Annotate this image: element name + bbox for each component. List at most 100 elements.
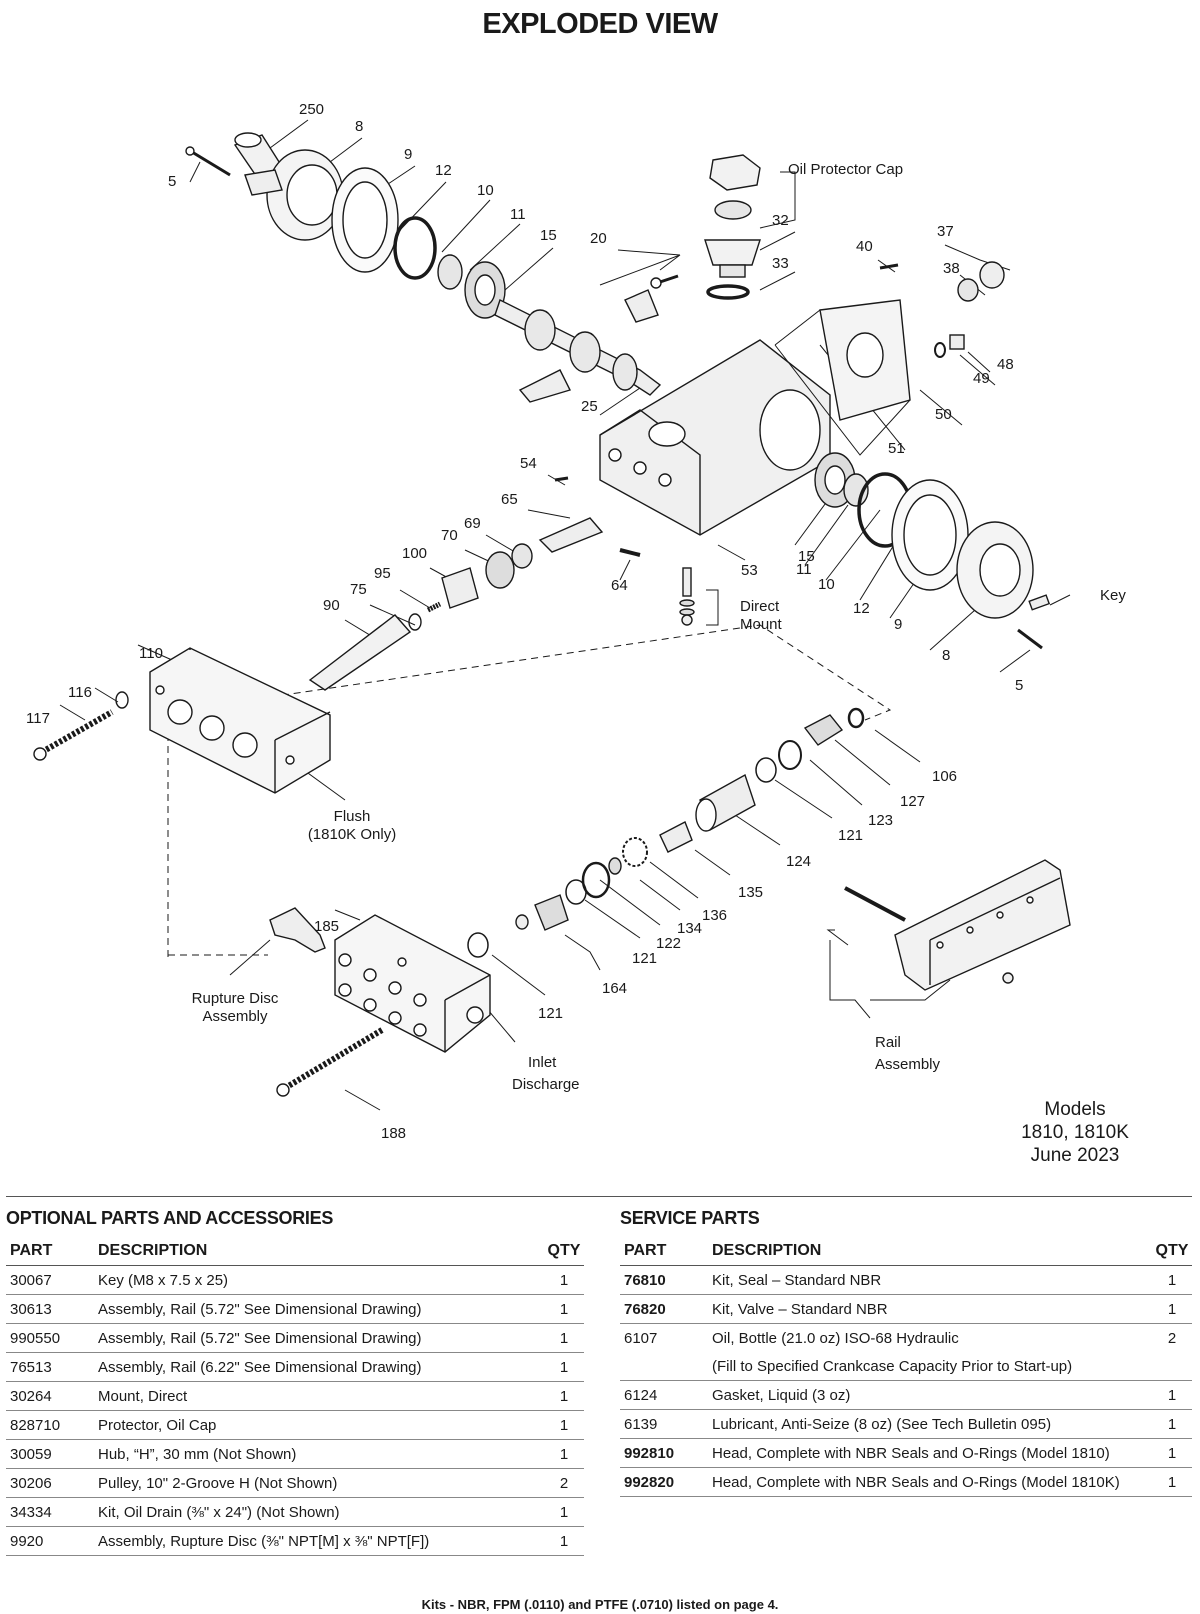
o-ring-123: [778, 740, 802, 770]
cell-part: 30067: [10, 1271, 52, 1289]
callout-185: 185: [314, 918, 340, 935]
manifold-upper: [149, 647, 331, 794]
label-discharge: Discharge: [512, 1076, 580, 1093]
label-rupture-1: Rupture Disc: [191, 990, 279, 1007]
cell-qty: 2: [1167, 1329, 1177, 1347]
callout-110: 110: [139, 645, 163, 662]
callout-10-rear: 10: [477, 182, 494, 199]
cell-qty: 1: [559, 1532, 569, 1550]
bolt-5-front: [1017, 628, 1043, 650]
cell-qty: 1: [559, 1271, 569, 1289]
valve-seat-164: [534, 894, 569, 931]
section-divider: [6, 1196, 1192, 1197]
cell-description: Assembly, Rupture Disc (⅜" NPT[M] x ⅜" N…: [98, 1532, 430, 1550]
cell-part: 30206: [10, 1474, 52, 1492]
cell-description: Kit, Valve – Standard NBR: [712, 1300, 888, 1318]
cell-description: Hub, “H”, 30 mm (Not Shown): [98, 1445, 297, 1463]
callout-15-front: 15: [798, 548, 815, 565]
cell-description: Lubricant, Anti-Seize (8 oz) (See Tech B…: [712, 1415, 1052, 1433]
washer-75: [408, 613, 422, 631]
callout-12-front: 12: [853, 600, 870, 617]
callout-15-rear: 15: [540, 227, 557, 244]
crankshaft: [494, 299, 662, 396]
o-ring-33: [706, 284, 750, 300]
callout-5-rear: 5: [168, 173, 177, 190]
cell-part: 9920: [10, 1532, 44, 1550]
label-rail-1: Rail: [875, 1034, 901, 1051]
callout-53: 53: [741, 562, 758, 579]
label-rupture-2: Assembly: [202, 1008, 268, 1025]
cell-description: Kit, Oil Drain (⅜" x 24") (Not Shown): [98, 1503, 340, 1521]
leader-lines: [59, 119, 1071, 1111]
cell-description: Head, Complete with NBR Seals and O-Ring…: [712, 1473, 1120, 1491]
cell-part: 6124: [624, 1386, 658, 1404]
label-direct-2: Mount: [740, 616, 782, 633]
assembly-guide: [167, 624, 892, 957]
cell-qty: 1: [559, 1503, 569, 1521]
cell-description: Gasket, Liquid (3 oz): [712, 1386, 851, 1404]
callout-11-rear: 11: [510, 206, 526, 223]
label-inlet: Inlet: [528, 1054, 557, 1071]
cell-qty: 1: [559, 1416, 569, 1434]
callout-38: 38: [943, 260, 960, 277]
seal-holder-100: [441, 567, 479, 609]
cell-description: Key (M8 x 7.5 x 25): [98, 1271, 229, 1289]
plug-37: [979, 261, 1005, 289]
plunger-rod-65: [538, 517, 604, 553]
cell-part: 30264: [10, 1387, 52, 1405]
rupture-disc: [269, 907, 326, 953]
o-ring-121b: [565, 879, 587, 905]
callout-54: 54: [520, 455, 537, 472]
callout-8-rear: 8: [355, 118, 364, 135]
models-line-1: Models: [1044, 1099, 1106, 1120]
cell-part: 76810: [624, 1271, 666, 1289]
valve-134: [608, 857, 622, 875]
callout-25: 25: [581, 398, 598, 415]
exploded-view-drawing: [33, 119, 1071, 1111]
plug-48: [949, 334, 965, 350]
callout-121-b: 121: [632, 950, 658, 967]
washer-32a: [714, 200, 752, 220]
cell-description: Kit, Seal – Standard NBR: [712, 1271, 882, 1289]
callout-188: 188: [381, 1125, 407, 1142]
pin-54: [554, 476, 569, 482]
table-row: 30067 Key (M8 x 7.5 x 25) 1: [6, 1266, 584, 1295]
bearing-cover-rear: [233, 132, 344, 241]
label-direct-1: Direct: [740, 598, 780, 615]
page-title: EXPLODED VIEW: [482, 8, 718, 40]
cell-part: 6107: [624, 1329, 658, 1347]
bearing-cover-front: [956, 521, 1034, 619]
service-parts-table: SERVICE PARTS PART DESCRIPTION QTY 76810…: [620, 1208, 1192, 1497]
col-qty: QTY: [547, 1242, 581, 1259]
col-description: DESCRIPTION: [712, 1242, 822, 1259]
callout-33: 33: [772, 255, 789, 272]
cell-qty: 2: [559, 1474, 569, 1492]
callout-5-front: 5: [1015, 677, 1024, 694]
bolt-40: [879, 263, 899, 270]
service-parts-header: PART DESCRIPTION QTY: [620, 1237, 1192, 1266]
seal-retainer-70: [485, 551, 515, 589]
o-ring-12-rear: [393, 216, 437, 280]
o-ring-122: [581, 861, 611, 899]
callout-250: 250: [299, 101, 325, 118]
o-ring-49: [934, 342, 946, 358]
bolt-188: [276, 1027, 384, 1097]
table-row: (Fill to Specified Crankcase Capacity Pr…: [620, 1352, 1192, 1381]
callout-12-rear: 12: [435, 162, 452, 179]
callout-136: 136: [702, 907, 728, 924]
o-ring-106: [847, 707, 865, 729]
rail-assembly: [844, 859, 1071, 991]
cell-part: 990550: [10, 1329, 61, 1347]
callout-75: 75: [350, 581, 367, 598]
cell-qty: 1: [559, 1300, 569, 1318]
callout-127: 127: [900, 793, 926, 810]
callout-134: 134: [677, 920, 703, 937]
